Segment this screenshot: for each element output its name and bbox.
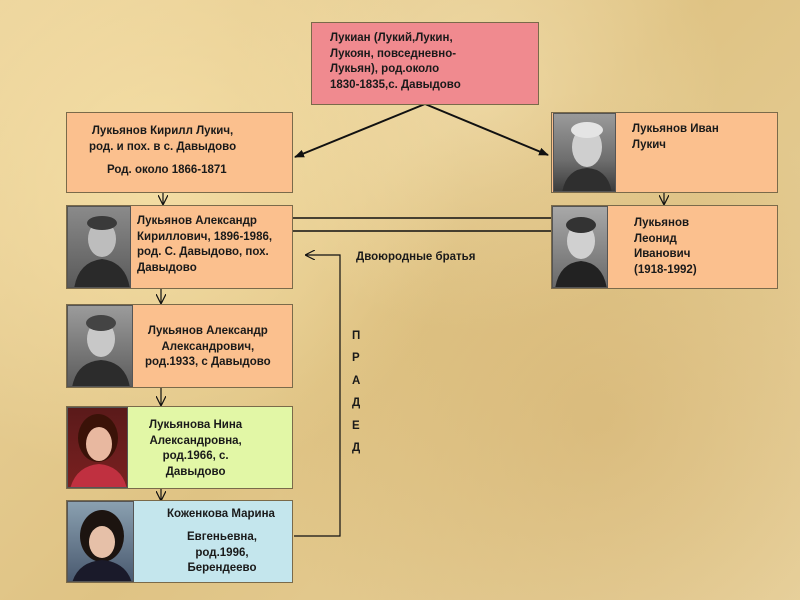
node-leonid-text: Лукьянов Леонид Иванович (1918-1992)	[634, 217, 697, 276]
photo-leonid	[552, 206, 608, 288]
node-kirill-text: Лукьянов Кирилл Лукич, род. и пох. в с. …	[89, 125, 237, 153]
node-alexander-text: Лукьянов Александр Кириллович, 1896-1986…	[137, 215, 273, 274]
node-alexander2-text: Лукьянов Александр Александрович, род.19…	[145, 325, 271, 369]
portrait-nina-icon	[70, 414, 127, 487]
label-pradet-5: Е	[352, 420, 360, 432]
node-marina-name: Коженкова Марина	[167, 508, 275, 520]
portrait-alexander2-icon	[72, 315, 130, 386]
portrait-marina-icon	[72, 510, 132, 581]
edge-root-ivan	[424, 103, 549, 156]
photo-nina	[67, 407, 128, 488]
portrait-alexander-icon	[74, 216, 130, 287]
label-cousins: Двоюродные братья	[356, 251, 476, 263]
photo-marina	[67, 501, 134, 582]
node-lukian-text: Лукиан (Лукий,Лукин, Лукоян, повседневно…	[330, 32, 461, 91]
node-kirill: Лукьянов Кирилл Лукич, род. и пох. в с. …	[66, 112, 293, 193]
photo-ivan	[553, 113, 616, 192]
node-kirill-years: Род. около 1866-1871	[107, 164, 227, 176]
node-nina-text: Лукьянова Нина Александровна, род.1966, …	[149, 419, 243, 478]
pradet-connector	[294, 255, 341, 537]
photo-alexander	[67, 206, 131, 288]
node-lukian: Лукиан (Лукий,Лукин, Лукоян, повседневно…	[311, 22, 539, 105]
edge-root-kirill	[294, 103, 426, 158]
label-pradet-4: Д	[352, 397, 361, 409]
label-pradet-2: Р	[352, 352, 360, 364]
portrait-leonid-icon	[555, 217, 607, 287]
photo-alexander2	[67, 305, 133, 387]
label-pradet-3: А	[352, 375, 361, 387]
portrait-ivan-icon	[562, 122, 612, 191]
node-marina-text: Евгеньевна, род.1996, Берендеево	[187, 531, 257, 575]
node-ivan-text: Лукьянов Иван Лукич	[632, 123, 719, 151]
label-pradet-1: П	[352, 330, 361, 342]
label-pradet-6: Д	[352, 442, 361, 454]
